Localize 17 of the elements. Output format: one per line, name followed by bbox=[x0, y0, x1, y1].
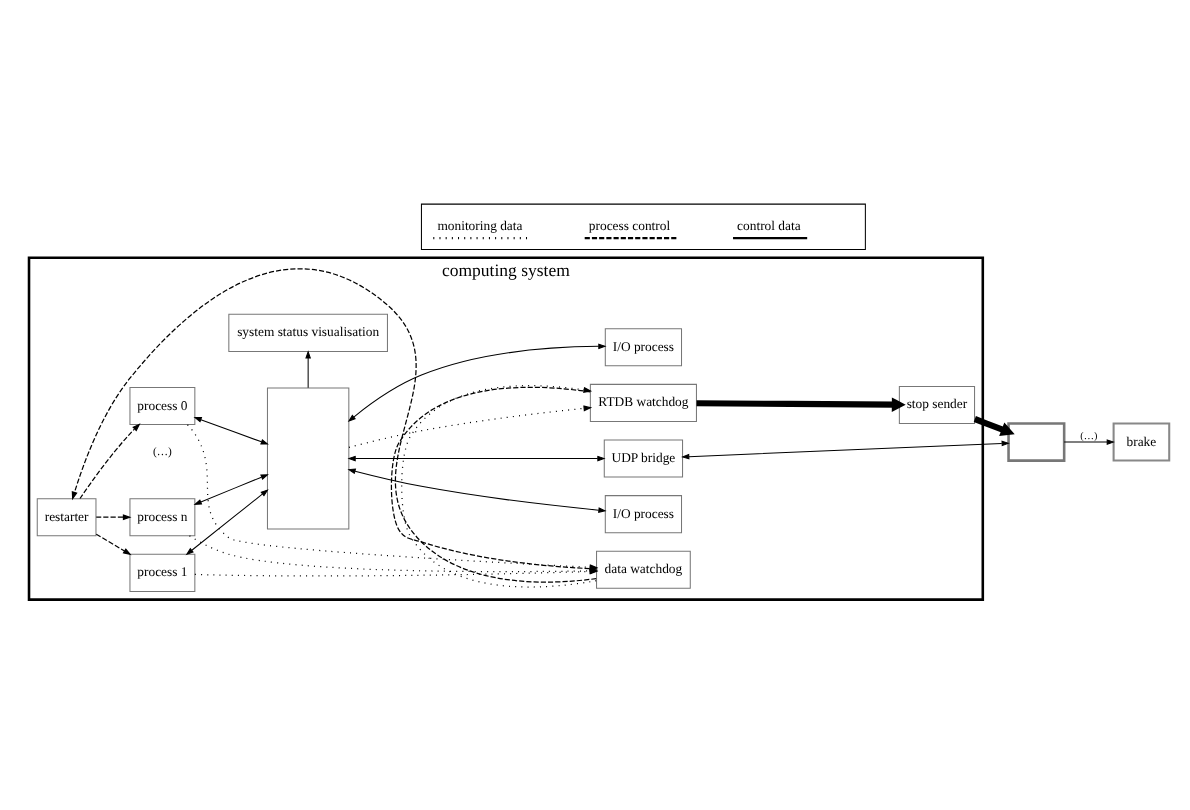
arrow bbox=[95, 532, 132, 555]
arrow bbox=[347, 342, 607, 422]
arrow bbox=[95, 513, 132, 520]
arrow bbox=[347, 467, 607, 513]
node-box bbox=[266, 386, 350, 529]
arrow bbox=[79, 422, 141, 499]
node-box bbox=[1007, 421, 1066, 461]
arrow bbox=[185, 488, 269, 555]
arrow bbox=[696, 396, 906, 411]
arrow bbox=[973, 415, 1015, 436]
arrow bbox=[193, 473, 269, 504]
arrow bbox=[681, 439, 1010, 459]
arrow bbox=[347, 454, 606, 461]
arrow bbox=[1063, 438, 1115, 444]
arrow bbox=[193, 416, 269, 444]
arrow bbox=[348, 404, 593, 448]
arrow bbox=[305, 349, 312, 388]
